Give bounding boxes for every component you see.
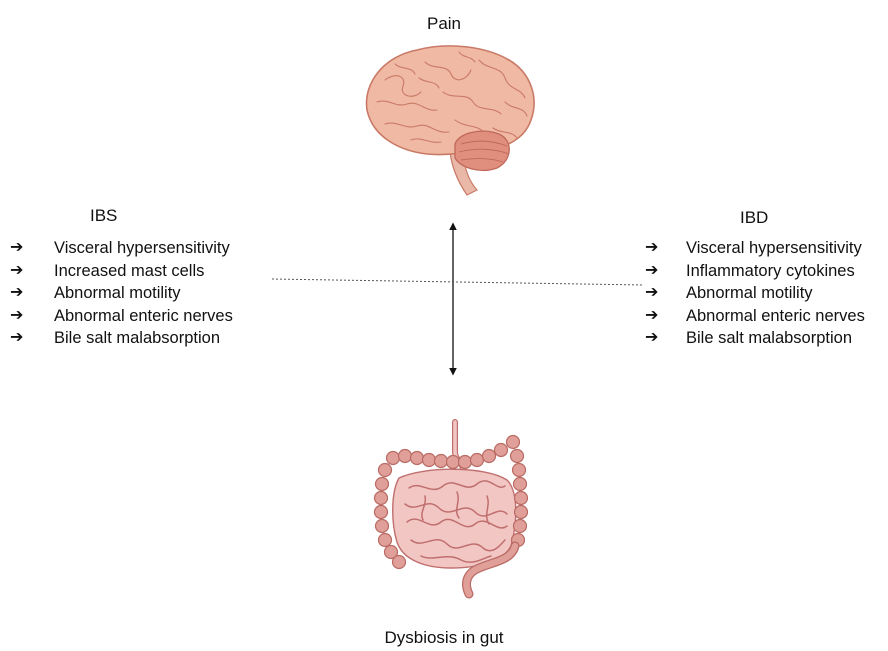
right-arrow-icon: ➔ (10, 237, 23, 260)
list-item: ➔Abnormal motility (10, 282, 270, 305)
list-item: ➔Visceral hypersensitivity (645, 237, 888, 260)
ibd-title: IBD (740, 209, 768, 226)
list-item: ➔Abnormal enteric nerves (645, 305, 888, 328)
right-arrow-icon: ➔ (645, 237, 658, 260)
intestines-icon (365, 422, 540, 597)
right-arrow-icon: ➔ (645, 327, 658, 350)
list-item: ➔Abnormal motility (645, 282, 888, 305)
right-arrow-icon: ➔ (10, 282, 23, 305)
list-item: ➔Increased mast cells (10, 260, 270, 283)
horizontal-dotted-line (272, 279, 644, 285)
right-arrow-icon: ➔ (645, 282, 658, 305)
list-item: ➔Inflammatory cytokines (645, 260, 888, 283)
list-item: ➔Abnormal enteric nerves (10, 305, 270, 328)
bottom-label: Dysbiosis in gut (0, 629, 888, 646)
ibd-list: ➔Visceral hypersensitivity ➔Inflammatory… (645, 237, 888, 350)
ibs-list: ➔Visceral hypersensitivity ➔Increased ma… (10, 237, 270, 350)
ibs-title: IBS (90, 207, 117, 224)
right-arrow-icon: ➔ (10, 260, 23, 283)
right-arrow-icon: ➔ (645, 305, 658, 328)
right-arrow-icon: ➔ (10, 305, 23, 328)
right-arrow-icon: ➔ (645, 260, 658, 283)
list-item: ➔Visceral hypersensitivity (10, 237, 270, 260)
right-arrow-icon: ➔ (10, 327, 23, 350)
list-item: ➔Bile salt malabsorption (10, 327, 270, 350)
list-item: ➔Bile salt malabsorption (645, 327, 888, 350)
